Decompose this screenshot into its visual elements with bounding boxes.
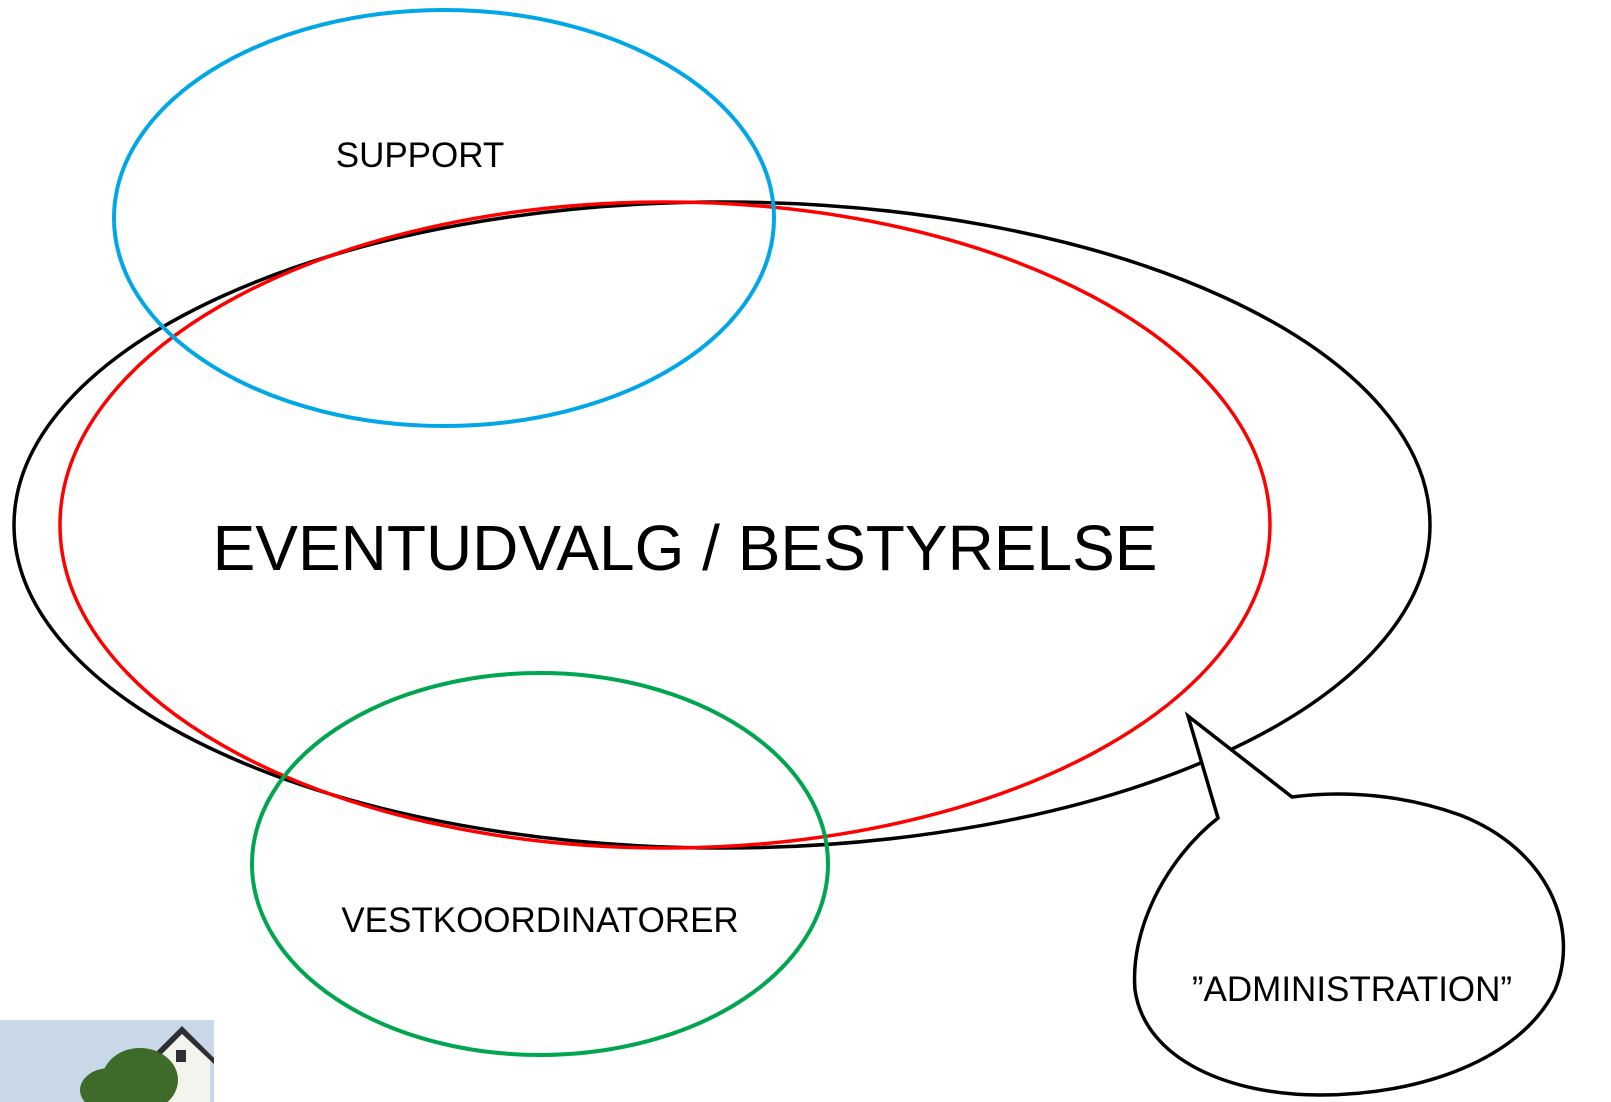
photo-window — [176, 1050, 186, 1062]
board-ellipse — [58, 200, 1272, 850]
photo-trees-2 — [80, 1068, 140, 1102]
vest-ellipse — [250, 671, 830, 1057]
admin-label: ”ADMINISTRATION” — [1192, 970, 1512, 1009]
admin-callout-bubble — [1132, 711, 1566, 1097]
support-ellipse — [112, 8, 776, 428]
support-label: SUPPORT — [336, 136, 505, 175]
vest-label: VESTKOORDINATORER — [341, 901, 738, 940]
house-photo — [0, 1020, 214, 1102]
main-label: EVENTUDVALG / BESTYRELSE — [213, 512, 1158, 584]
